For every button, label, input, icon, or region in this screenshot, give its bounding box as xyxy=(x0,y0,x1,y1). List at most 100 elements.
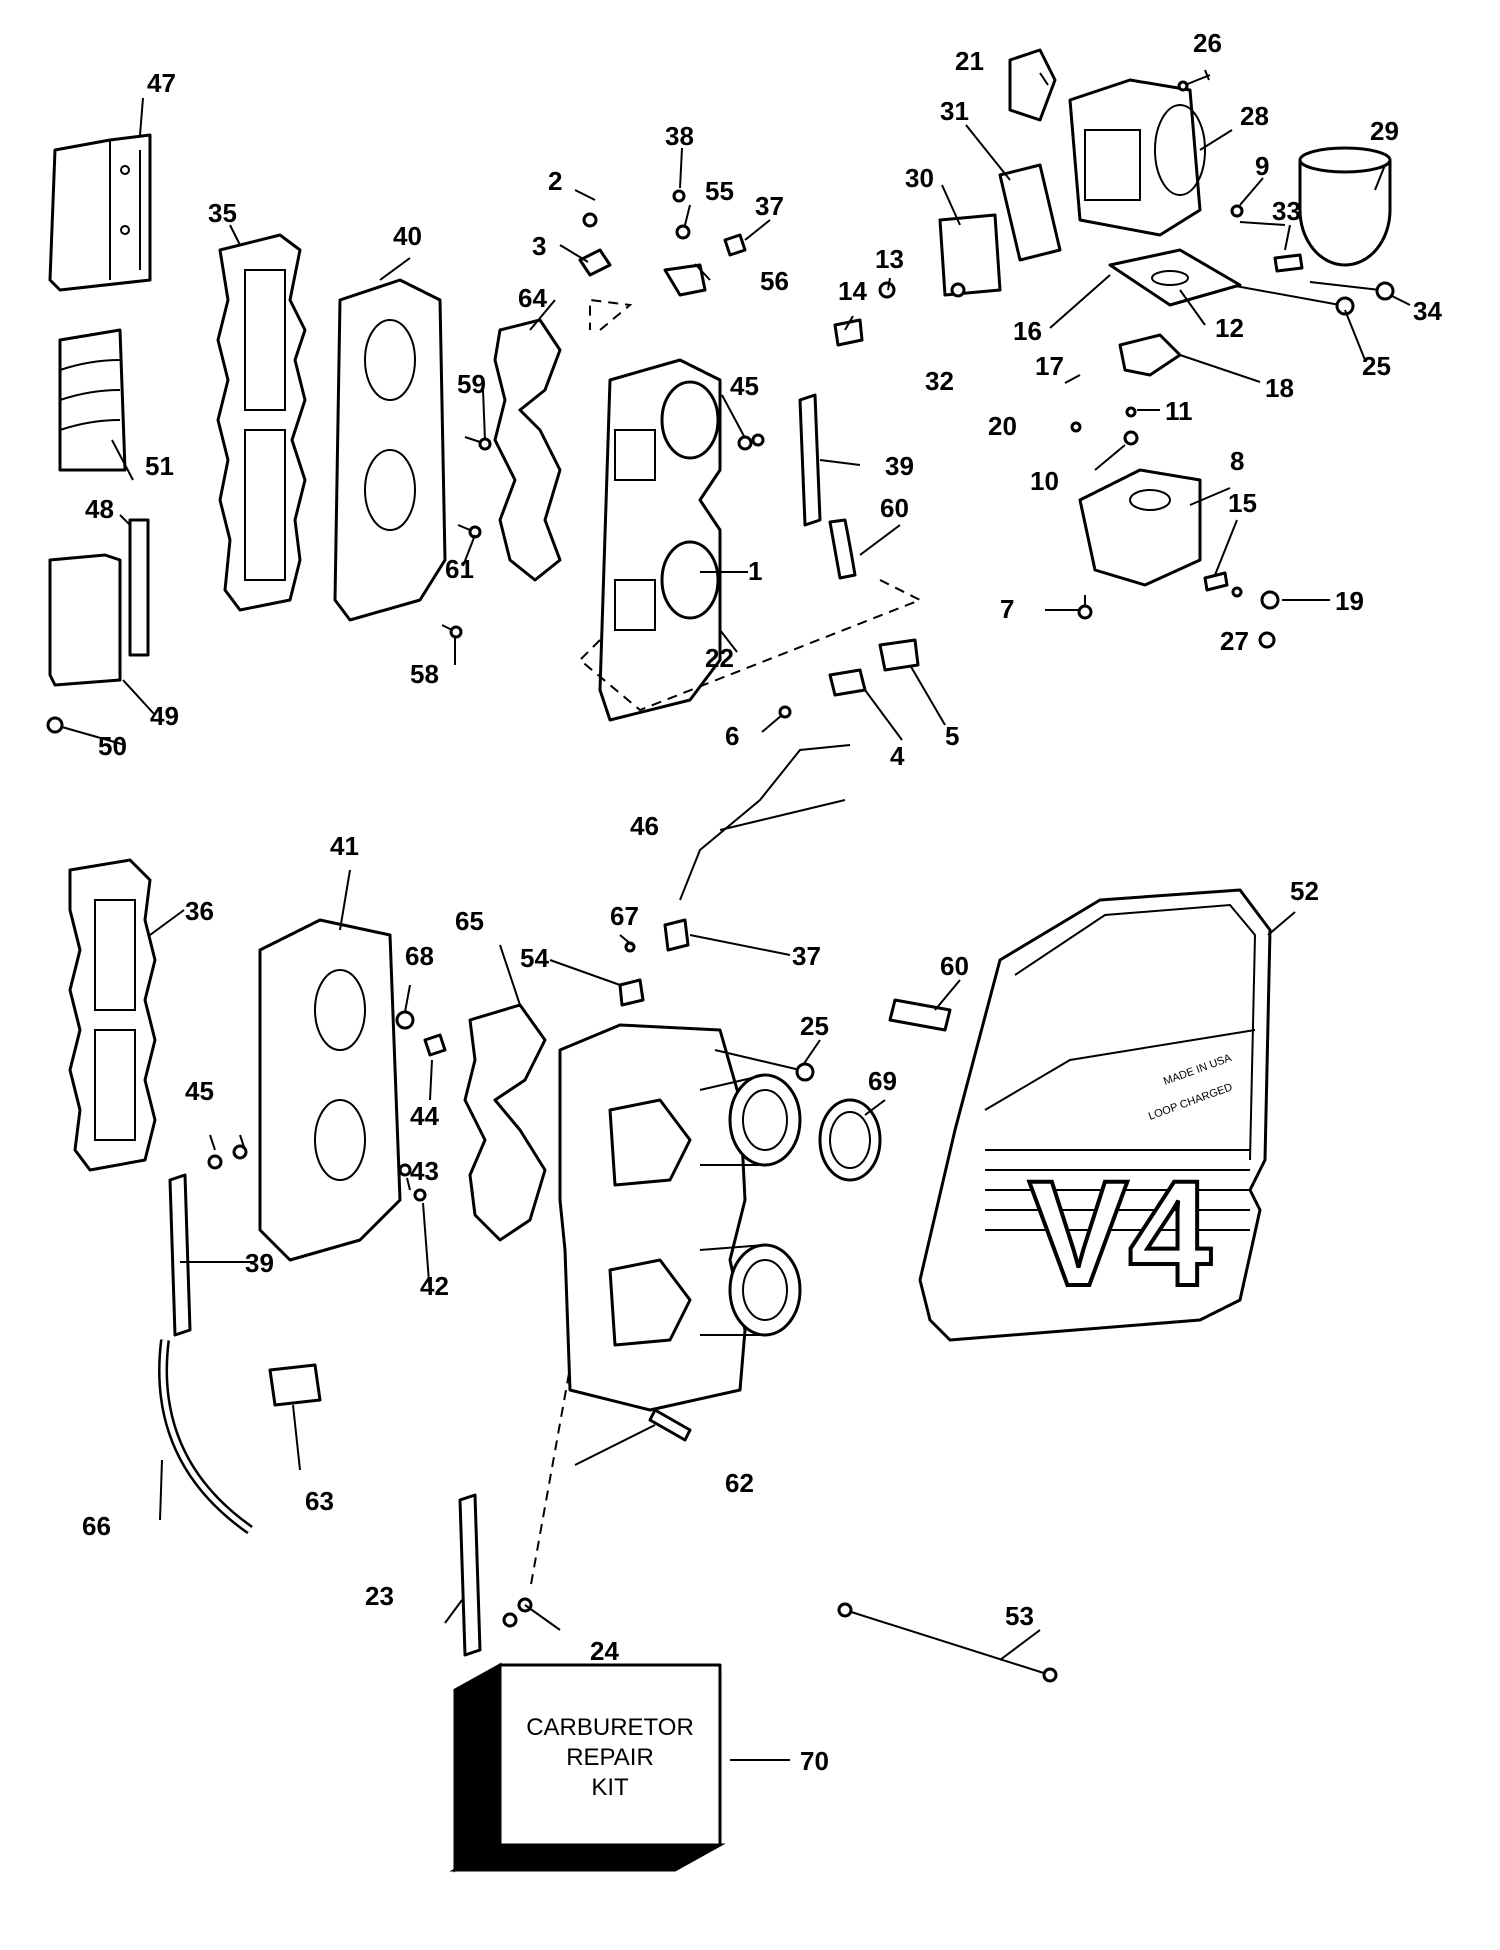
callout-55: 55 xyxy=(705,176,734,206)
part-30-plate xyxy=(938,213,1002,297)
part-46-link-rod xyxy=(679,744,851,901)
kit-label-line-2: REPAIR xyxy=(566,1744,654,1771)
callout-59: 59 xyxy=(457,369,486,399)
callout-44: 44 xyxy=(410,1101,439,1131)
callout-30: 30 xyxy=(905,163,934,193)
callout-11: 11 xyxy=(1165,396,1193,426)
callout-67: 67 xyxy=(610,901,639,931)
part-60-hose-lower xyxy=(888,998,952,1032)
callout-70: 70 xyxy=(800,1746,829,1776)
part-55-washer xyxy=(675,224,691,240)
kit-label-line-1: CARBURETOR xyxy=(526,1714,694,1741)
callout-45-lower: 45 xyxy=(185,1076,214,1106)
callout-58: 58 xyxy=(410,659,439,689)
callout-numbers: 1 2 3 4 5 6 7 8 9 10 11 12 13 14 15 16 1… xyxy=(82,28,1442,1776)
part-32-screw xyxy=(950,282,966,298)
callout-60-upper: 60 xyxy=(880,493,909,523)
callout-39-lower: 39 xyxy=(245,1248,274,1278)
part-31-plate xyxy=(998,163,1062,262)
callout-49: 49 xyxy=(150,701,179,731)
part-51-reeds xyxy=(58,328,127,472)
part-41-manifold xyxy=(258,918,402,1262)
callout-63: 63 xyxy=(305,1486,334,1516)
part-38-screw xyxy=(672,189,686,203)
part-25-screw-lower xyxy=(714,1049,801,1071)
part-29-ring xyxy=(1298,146,1392,267)
part-16-gasket xyxy=(1108,248,1242,307)
callout-38: 38 xyxy=(665,121,694,151)
part-43-plug xyxy=(398,1163,412,1177)
part-19-plug xyxy=(1260,590,1280,610)
callout-22: 22 xyxy=(705,643,734,673)
callout-7: 7 xyxy=(1000,594,1014,624)
part-4-plate xyxy=(828,668,867,697)
screws-59-61-58 xyxy=(441,436,492,639)
callout-64: 64 xyxy=(518,283,547,313)
callout-43: 43 xyxy=(410,1156,439,1186)
callout-13: 13 xyxy=(875,244,904,274)
part-20-screw xyxy=(1070,421,1082,433)
callout-25-lower: 25 xyxy=(800,1011,829,1041)
callout-65: 65 xyxy=(455,906,484,936)
part-49-plate xyxy=(48,553,122,687)
cover-v4-text: V4 xyxy=(1028,1149,1211,1317)
part-64-gasket xyxy=(493,318,562,582)
part-3-bracket xyxy=(578,248,612,277)
callout-2: 2 xyxy=(548,166,562,196)
part-5-plate xyxy=(878,638,920,672)
callout-12: 12 xyxy=(1215,313,1244,343)
callout-25-upper: 25 xyxy=(1362,351,1391,381)
callout-39-upper: 39 xyxy=(885,451,914,481)
callout-34: 34 xyxy=(1413,296,1442,326)
callout-18: 18 xyxy=(1265,373,1294,403)
part-carburetor-lower xyxy=(558,1023,747,1412)
part-21-gasket xyxy=(1008,48,1057,122)
callout-29: 29 xyxy=(1370,116,1399,146)
part-18-float xyxy=(1118,333,1182,377)
callout-19: 19 xyxy=(1335,586,1364,616)
part-6-screw xyxy=(778,705,792,719)
callout-33: 33 xyxy=(1272,196,1301,226)
part-14-clip xyxy=(833,318,864,347)
part-54-sleeve xyxy=(618,978,645,1007)
part-26-screw xyxy=(1177,80,1189,92)
part-47-cover xyxy=(48,133,152,292)
callout-36: 36 xyxy=(185,896,214,926)
part-56-clip xyxy=(663,263,707,297)
callout-48: 48 xyxy=(85,494,114,524)
part-37-cap-lower xyxy=(663,918,690,952)
callout-50: 50 xyxy=(98,731,127,761)
part-13-screw xyxy=(878,281,896,299)
callout-5: 5 xyxy=(945,721,959,751)
callout-15: 15 xyxy=(1228,488,1257,518)
callout-60-lower: 60 xyxy=(940,951,969,981)
callout-17: 17 xyxy=(1035,351,1064,381)
callout-51: 51 xyxy=(145,451,174,481)
callout-4: 4 xyxy=(890,741,905,771)
part-9-plug xyxy=(1230,204,1244,218)
callout-54: 54 xyxy=(520,943,549,973)
callout-68: 68 xyxy=(405,941,434,971)
part-2-screw xyxy=(582,212,598,228)
part-10-seat xyxy=(1123,430,1139,446)
leader-lines xyxy=(61,69,1411,1761)
callout-27: 27 xyxy=(1220,626,1249,656)
part-37-cap xyxy=(723,233,747,257)
callout-41: 41 xyxy=(330,831,359,861)
callout-45-upper: 45 xyxy=(730,371,759,401)
callout-21: 21 xyxy=(955,46,984,76)
callout-37-lower: 37 xyxy=(792,941,821,971)
part-36-gasket xyxy=(68,858,157,1172)
callout-9: 9 xyxy=(1255,151,1269,181)
repair-kit-box: CARBURETOR REPAIR KIT xyxy=(449,1662,726,1873)
part-68-washer xyxy=(395,1010,415,1030)
part-33-spring xyxy=(1273,253,1304,273)
part-17-pin xyxy=(1064,374,1081,384)
part-63-clip xyxy=(268,1363,322,1407)
part-52-silencer-cover: V4 MADE IN USA LOOP CHARGED xyxy=(918,888,1272,1342)
callout-14: 14 xyxy=(838,276,867,306)
part-62-bolt xyxy=(648,1408,692,1442)
part-34-screw xyxy=(1309,281,1381,291)
part-27-gasket xyxy=(1231,586,1243,598)
callout-1: 1 xyxy=(748,556,762,586)
